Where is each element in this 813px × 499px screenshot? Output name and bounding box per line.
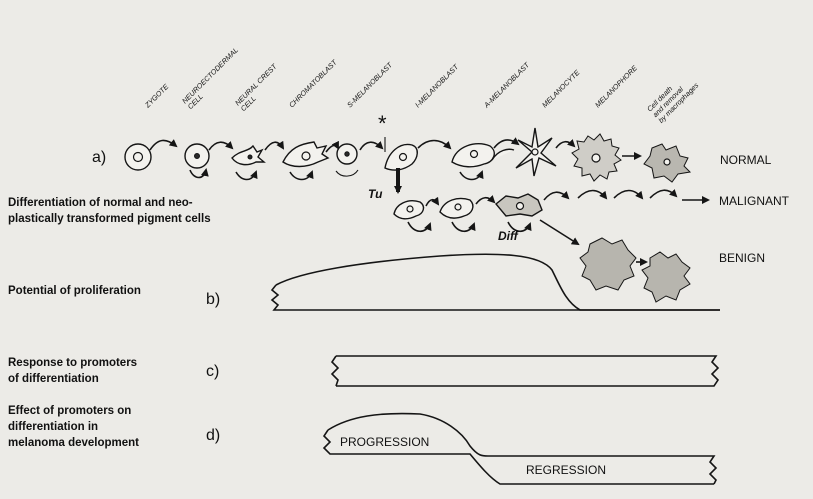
stage-label-chromatoblast: CHROMATOBLAST [287,57,339,109]
cell-melanophore [572,134,621,181]
cell-i-melanoblast [452,144,494,167]
description-response: Response to promoters of differentiation [8,357,137,385]
description-proliferation: Potential of proliferation [8,285,141,297]
stage-label-s-melanoblast: S-MELANOBLAST [345,60,394,109]
malignant-lineage [394,190,708,231]
normal-lineage [125,128,690,182]
panel-d-label: d) [206,427,220,444]
tag-tu: Tu [368,187,383,201]
state-normal: NORMAL [720,153,772,167]
description-differentiation-line-2: plastically transformed pigment cells [8,213,211,225]
panel-d-regression: REGRESSION [526,463,606,477]
stage-label-a-melanoblast: A-MELANOBLAST [481,60,531,110]
description-effect-line-2: differentiation in [8,421,98,433]
description-effect-line-1: Effect of promoters on [8,405,131,417]
description-differentiation-line-1: Differentiation of normal and neo- [8,197,193,209]
tag-diff: Diff [498,229,519,243]
stage-label-cell-death: Cell deathand removalby macrophages [645,69,701,125]
stage-label-melanocyte: MELANOCYTE [540,68,582,110]
benign-cell-1 [580,238,636,290]
cell-s-melanoblast [385,144,417,170]
cell-neural-crest [232,146,264,165]
benign-cells [580,238,690,302]
state-benign: BENIGN [719,251,765,265]
stage-label-i-melanoblast: I-MELANOBLAST [413,62,460,109]
cell-dying [644,144,690,182]
panel-d-progression: PROGRESSION [340,435,429,449]
stage-label-melanophore: MELANOPHORE [593,63,639,109]
stage-label-zygote: ZYGOTE [142,82,170,110]
panel-c-band [332,356,718,386]
description-differentiation: Differentiation of normal and neo- plast… [8,197,211,225]
panel-c-label: c) [206,363,219,380]
cell-chromatoblast [283,142,328,167]
description-effect: Effect of promoters on differentiation i… [8,405,139,449]
description-response-line-1: Response to promoters [8,357,137,369]
cell-melanocyte [516,128,556,176]
stage-labels: ZYGOTE NEUROECTODERMALCELL NEURAL CRESTC… [142,45,700,124]
cell-zygote [125,144,151,170]
cell-a-melanoblast [492,149,514,160]
diff-arrow [540,220,578,244]
panel-b-label: b) [206,291,220,308]
benign-cell-2 [642,252,690,302]
cell-dividing [336,144,358,176]
asterisk-marker: * [378,111,387,136]
description-response-line-2: of differentiation [8,373,99,385]
row-a-label: a) [92,149,106,166]
description-effect-line-3: melanoma development [8,437,139,449]
state-malignant: MALIGNANT [719,194,790,208]
stage-label-neural-crest: NEURAL CRESTCELL [233,61,285,113]
cell-neuroectodermal [185,144,209,168]
